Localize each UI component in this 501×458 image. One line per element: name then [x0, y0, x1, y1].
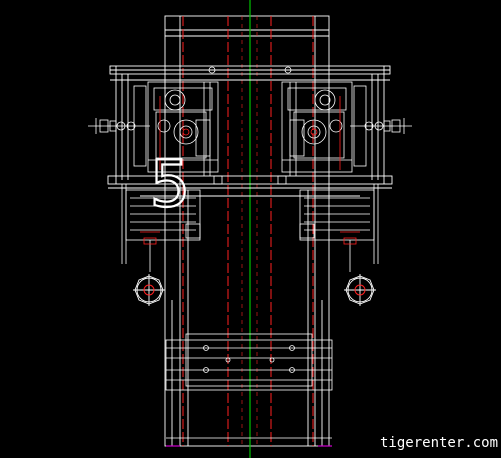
- lower-gearboxes: [121, 184, 379, 272]
- side-shafts: [88, 118, 412, 134]
- sheet-number: 5: [150, 148, 191, 222]
- left-sprocket-hub: [143, 284, 155, 296]
- bottom-plates: [165, 333, 333, 439]
- left-drive-assembly: [133, 66, 223, 185]
- right-sprocket-hub: [354, 284, 366, 296]
- left-sprocket: [133, 274, 165, 306]
- lower-hidden-marks: [140, 231, 360, 245]
- drive-hidden-lines: [159, 96, 341, 170]
- watermark-text: tigerenter.com: [380, 435, 498, 451]
- right-sprocket: [344, 274, 376, 306]
